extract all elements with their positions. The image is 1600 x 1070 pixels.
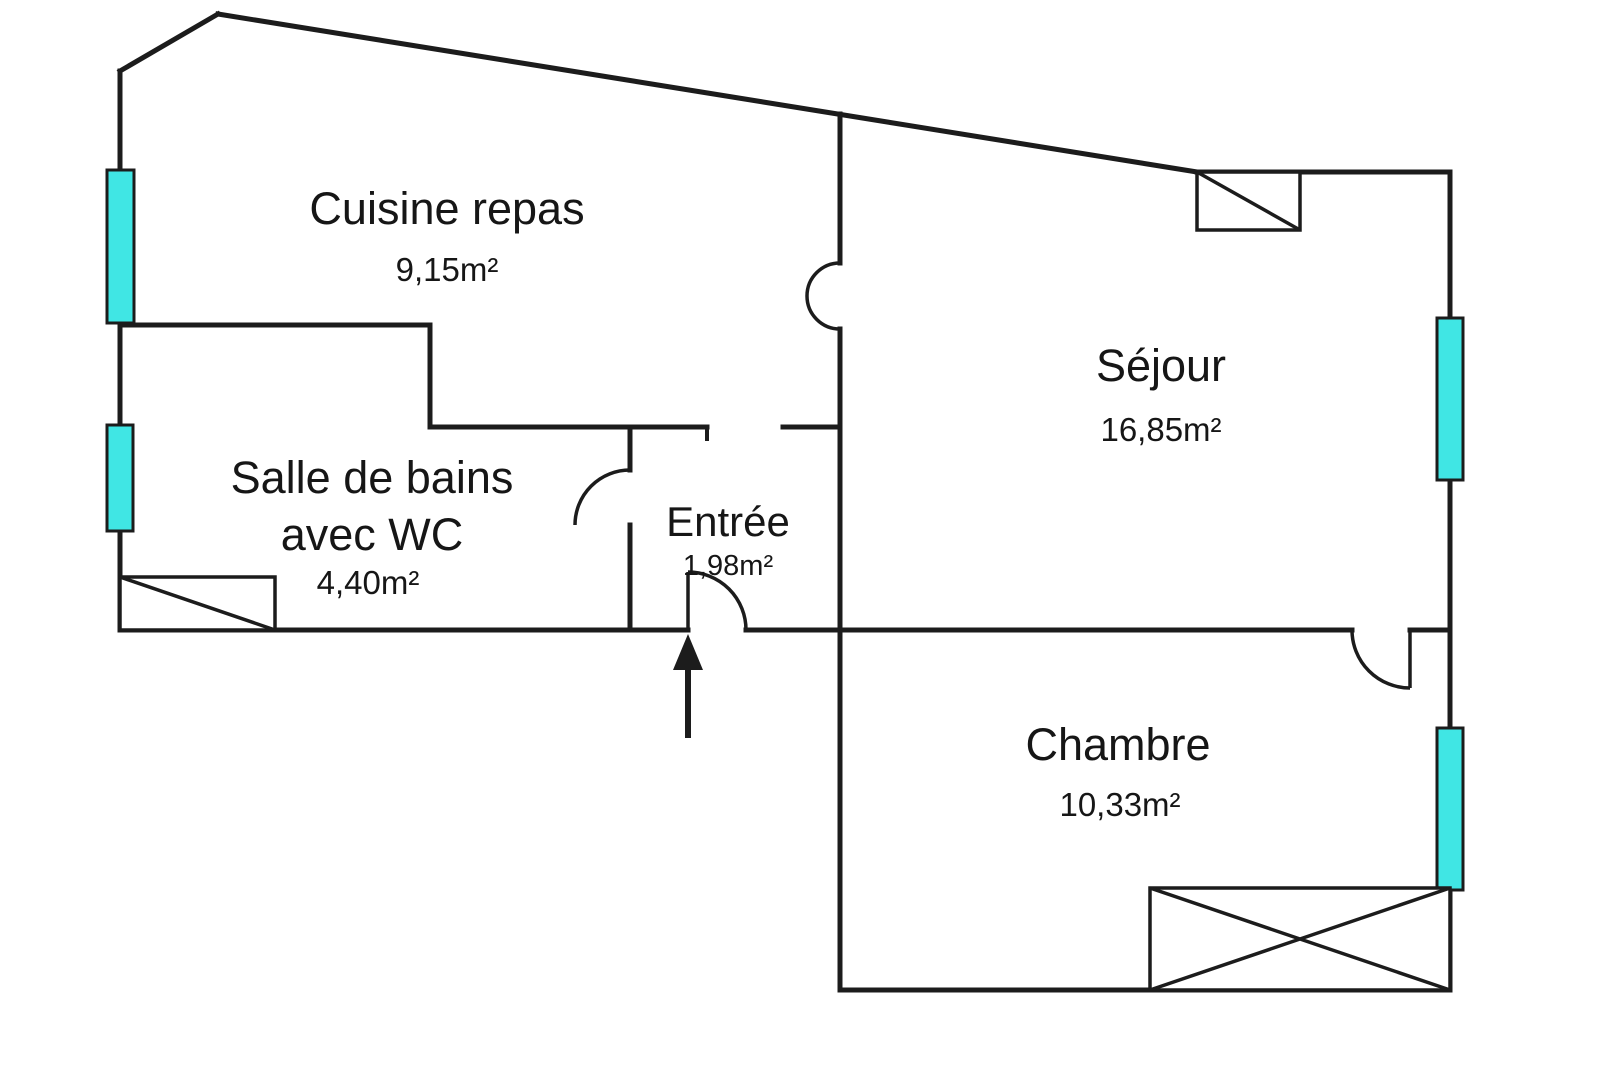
window-right-lower <box>1435 726 1465 892</box>
crossed-box-diagonals <box>1149 886 1451 992</box>
window-symbol-sdb-diagonal <box>119 575 276 632</box>
window-symbol-top-diagonal <box>1196 170 1301 232</box>
window-left-upper <box>105 168 136 325</box>
room-area-sejour: 16,85m² <box>1100 411 1221 448</box>
entrance-arrow-head <box>673 634 703 670</box>
room-label-cuisine: Cuisine repas <box>309 183 584 234</box>
room-label-sejour: Séjour <box>1096 340 1226 391</box>
door-arc-chambre <box>1350 629 1411 690</box>
door-arc-bathroom <box>573 468 631 526</box>
windows <box>105 168 1465 892</box>
room-area-chambre: 10,33m² <box>1059 786 1180 823</box>
room-area-entree: 1,98m² <box>683 550 774 582</box>
window-left-lower <box>105 423 135 533</box>
interior-walls <box>117 111 843 633</box>
wall-peak-left <box>116 10 222 75</box>
room-area-sdb: 4,40m² <box>317 564 420 601</box>
room-area-cuisine: 9,15m² <box>396 251 499 288</box>
wall-cuisine-sdb <box>117 322 710 430</box>
room-label-sdb-line1: Salle de bains <box>231 452 514 503</box>
room-label-sdb-line2: avec WC <box>281 509 464 560</box>
door-arc-entrance <box>687 570 748 631</box>
wall-slope-top <box>215 11 1200 175</box>
room-label-chambre: Chambre <box>1025 719 1210 770</box>
entrance-arrow <box>673 634 703 738</box>
room-label-entree: Entrée <box>666 498 790 545</box>
doors <box>573 261 1412 690</box>
symbols <box>118 170 1452 992</box>
door-arc-sejour <box>805 261 841 331</box>
room-labels: Cuisine repas 9,15m² Séjour 16,85m² Sall… <box>231 183 1226 823</box>
window-right-upper <box>1435 316 1465 482</box>
